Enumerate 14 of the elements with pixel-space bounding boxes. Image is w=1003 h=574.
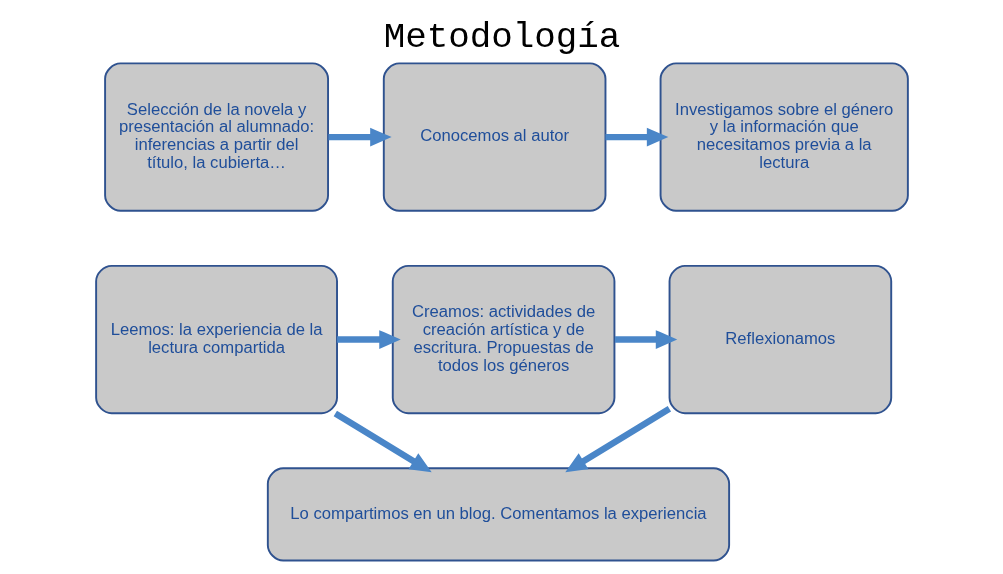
node-box: Lo compartimos en un blog. Comentamos la experiencia	[266, 467, 730, 562]
arrow	[327, 127, 392, 147]
arrow	[333, 410, 432, 473]
node-box: Creamos: actividades de creación artística y de escritura. Propuestas de todos los géneros	[391, 264, 615, 415]
node-box: Conocemos al autor	[382, 62, 606, 212]
node-box: Reflexionamos	[668, 264, 892, 415]
arrow	[564, 405, 671, 473]
node-box: Selección de la novela y presentación al alumnado: inferencias a partir del título, la cubierta…	[103, 62, 329, 212]
arrow	[605, 127, 668, 147]
arrow	[336, 330, 401, 349]
arrow	[614, 330, 677, 349]
node-box: Investigamos sobre el género y la información que necesitamos previa a la lectura	[659, 62, 909, 212]
node-box: Leemos: la experiencia de la lectura compartida	[94, 264, 338, 415]
diagram-title: Metodología	[383, 17, 620, 59]
